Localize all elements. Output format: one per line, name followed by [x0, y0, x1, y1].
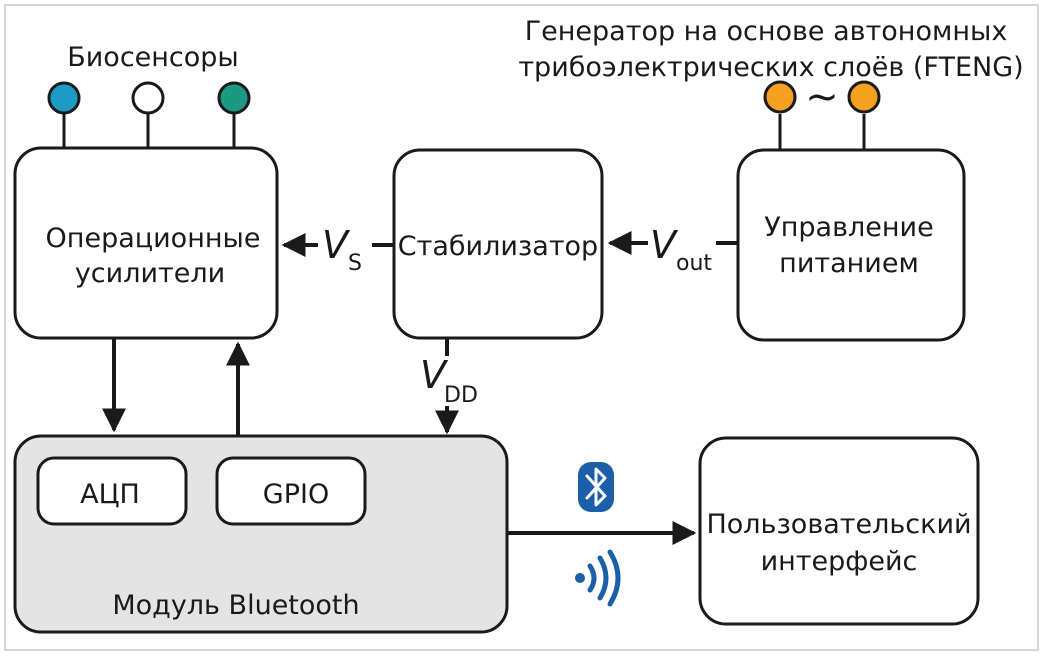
gpio-block	[215, 456, 367, 526]
biosensors-label: Биосенсоры	[67, 42, 239, 73]
wireless-signal-icon	[575, 549, 621, 607]
generator-label-line1: Генератор на основе автономных	[525, 16, 1008, 47]
stabilizer-box: Стабилизатор	[392, 148, 604, 340]
generator-electrode-left	[763, 80, 797, 114]
generator-tilde: ~	[805, 74, 839, 120]
vs-connection: V S	[281, 223, 394, 276]
vdd-subscript: DD	[444, 383, 478, 408]
stabilizer-label: Стабилизатор	[398, 231, 598, 262]
diagram-frame	[4, 4, 1039, 651]
vout-connection: V out	[607, 223, 738, 276]
vs-subscript: S	[348, 251, 362, 276]
bluetooth-module-box: АЦП GPIO Модуль Bluetooth	[13, 434, 509, 634]
biosensor-blue	[47, 81, 81, 115]
power-line1: Управление	[764, 212, 933, 243]
vs-symbol: V	[322, 223, 351, 267]
vdd-connection: V DD	[420, 338, 478, 435]
opamps-line1: Операционные	[46, 223, 261, 254]
vout-subscript: out	[676, 251, 712, 276]
biosensor-pins	[47, 81, 251, 150]
vout-symbol: V	[650, 223, 679, 267]
gpio-label: GPIO	[263, 479, 329, 510]
bluetooth-module-label: Модуль Bluetooth	[112, 590, 359, 621]
generator-label-line2: трибоэлектрических слоёв (FTENG)	[518, 52, 1023, 83]
biosensor-green	[217, 81, 251, 115]
ui-line2: интерфейс	[761, 546, 918, 577]
adc-label: АЦП	[80, 479, 140, 510]
opamps-line2: усилители	[75, 258, 225, 289]
biosensor-white	[131, 81, 165, 115]
generator-electrode-right	[847, 80, 881, 114]
bluetooth-icon	[578, 462, 614, 512]
power-line2: питанием	[779, 248, 919, 279]
opamps-box: Операционные усилители	[13, 146, 279, 340]
power-management-box: Управление питанием	[736, 148, 966, 342]
vdd-symbol: V	[420, 353, 449, 397]
user-interface-box: Пользовательский интерфейс	[698, 436, 980, 626]
adc-block	[36, 456, 188, 526]
generator-electrodes: ~	[763, 74, 881, 150]
ui-line1: Пользовательский	[706, 509, 971, 540]
